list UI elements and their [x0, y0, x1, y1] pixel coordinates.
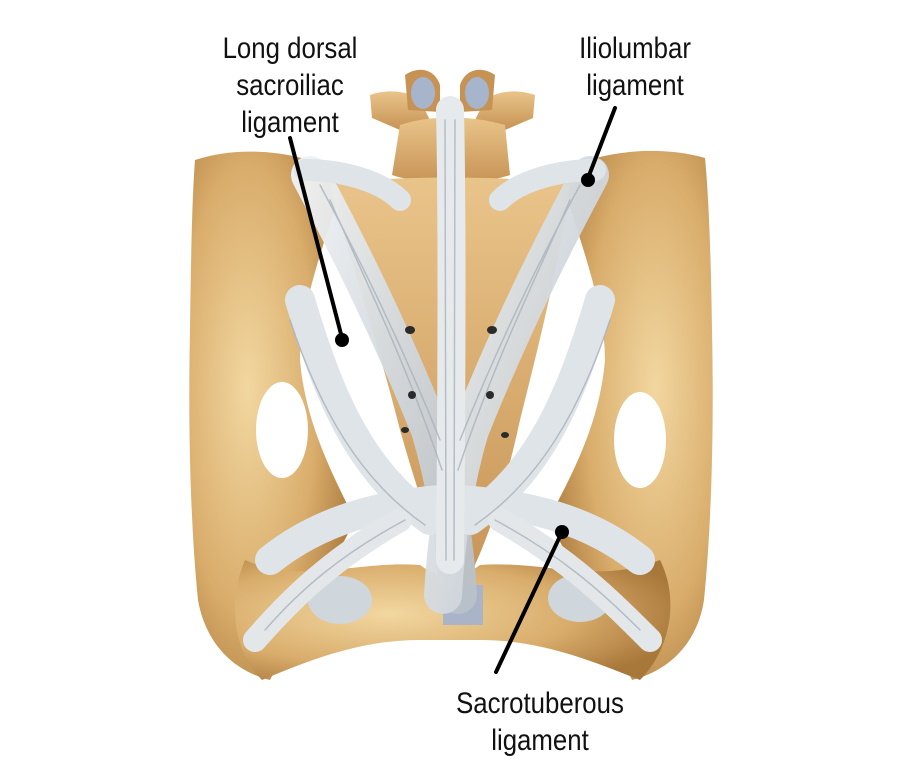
sacrotuberous-label: Sacrotuberous ligament — [437, 685, 643, 759]
long-dorsal-line-2: sacroiliac — [236, 69, 344, 102]
sacrotuberous-dot — [555, 525, 569, 539]
long-dorsal-line-3: ligament — [241, 106, 339, 139]
iliolumbar-line-2: ligament — [586, 69, 684, 102]
sacrotuberous-line-2: ligament — [491, 724, 589, 757]
left-greater-sciatic-foramen — [256, 382, 308, 478]
iliolumbar-label: Iliolumbar ligament — [558, 30, 713, 104]
long-dorsal-line-1: Long dorsal — [222, 32, 358, 65]
iliolumbar-dot — [581, 173, 595, 187]
sacrotuberous-line-1: Sacrotuberous — [456, 687, 624, 720]
right-greater-sciatic-foramen — [614, 392, 666, 488]
iliolumbar-line-1: Iliolumbar — [579, 32, 691, 65]
long-dorsal-leader — [288, 136, 344, 340]
pointer-dots — [335, 173, 595, 539]
lumbar-vertebra — [370, 69, 535, 183]
iliolumbar-leader — [586, 106, 617, 180]
ligament-fibres — [243, 96, 662, 652]
long-dorsal-dot — [335, 333, 349, 347]
leader-lines — [288, 106, 617, 674]
sacrotuberous-leader — [494, 530, 564, 674]
long-dorsal-sacroiliac-label: Long dorsal sacroiliac ligament — [204, 30, 376, 141]
left-obturator-membrane — [308, 576, 372, 624]
sacral-foramina — [401, 326, 509, 438]
